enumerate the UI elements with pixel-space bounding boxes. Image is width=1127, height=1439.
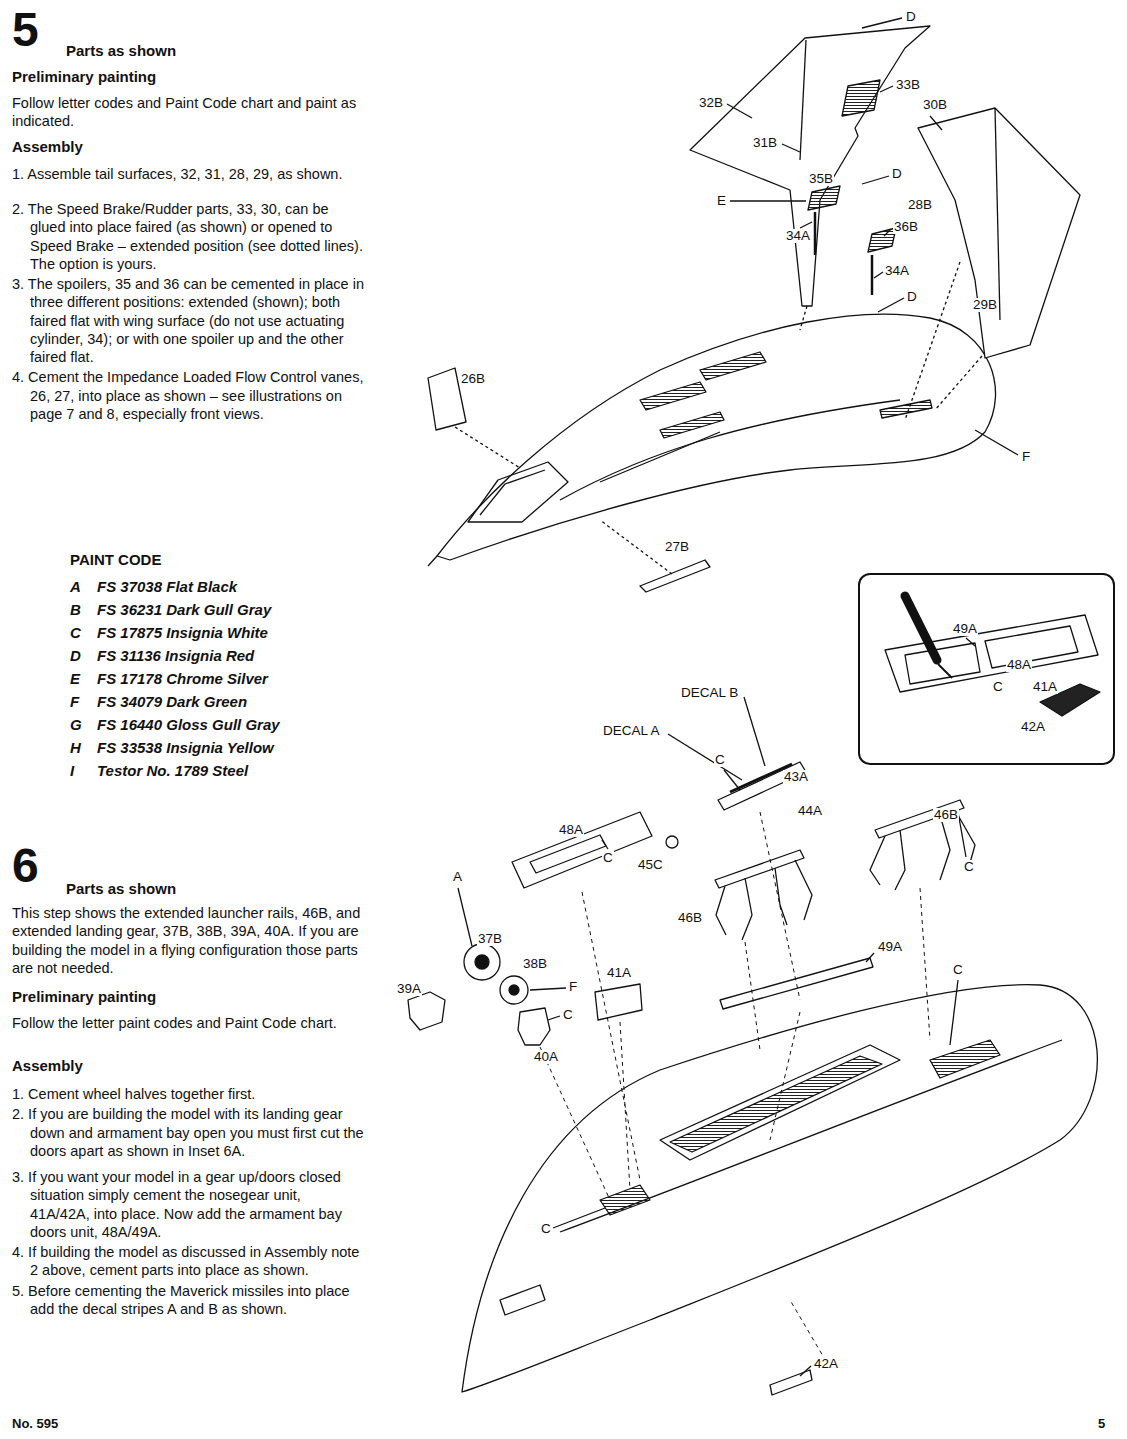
callout-number: 34A xyxy=(785,229,811,243)
callout-number: 48A xyxy=(1006,658,1032,672)
callout-letter: C xyxy=(714,753,726,767)
instruction-step: 2. The Speed Brake/Rudder parts, 33, 30,… xyxy=(12,200,364,273)
instruction-step: 1. Cement wheel halves together first. xyxy=(12,1085,364,1103)
callout-number: 33B xyxy=(895,78,921,92)
callout-letter: C xyxy=(963,860,975,874)
callout-number: 31B xyxy=(752,136,778,150)
inset-box: 49A 48AC 41A 42A xyxy=(858,573,1115,765)
paint-code-letter: A xyxy=(70,578,81,596)
paint-code-letter: E xyxy=(70,670,80,688)
instruction-text: This step shows the extended launcher ra… xyxy=(12,904,364,977)
callout-letter: C xyxy=(562,1008,574,1022)
section-heading: Assembly xyxy=(12,138,83,156)
callout-number: 48A xyxy=(558,823,584,837)
decal-callout: DECAL B xyxy=(680,686,739,700)
callout-number: 26B xyxy=(460,372,486,386)
callout-letter: C xyxy=(952,963,964,977)
paint-code-name: FS 31136 Insignia Red xyxy=(97,647,254,665)
callout-number: 30B xyxy=(922,98,948,112)
callout-number: 45C xyxy=(637,858,664,872)
callout-number: 42A xyxy=(813,1357,839,1371)
paint-code-letter: I xyxy=(70,762,74,780)
step-heading: Parts as shown xyxy=(66,880,176,898)
instruction-step: 3. The spoilers, 35 and 36 can be cement… xyxy=(12,275,364,366)
callout-letter: C xyxy=(540,1222,552,1236)
callout-number: 28B xyxy=(907,198,933,212)
callout-number: 43A xyxy=(783,770,809,784)
callout-number: 41A xyxy=(1032,680,1058,694)
paint-code-letter: B xyxy=(70,601,81,619)
step-number: 6 xyxy=(12,842,39,890)
callout-letter: D xyxy=(906,290,918,304)
paint-code-name: FS 34079 Dark Green xyxy=(97,693,247,711)
callout-number: 42A xyxy=(1020,720,1046,734)
paint-code-name: FS 33538 Insignia Yellow xyxy=(97,739,274,757)
callout-number: 34A xyxy=(884,264,910,278)
callout-letter: A xyxy=(452,870,463,884)
page-code: No. 595 xyxy=(12,1416,58,1432)
instruction-step: 5. Before cementing the Maverick missile… xyxy=(12,1282,364,1319)
callout-number: 37B xyxy=(477,932,503,946)
callout-number: 40A xyxy=(533,1050,559,1064)
decal-callout: DECAL A xyxy=(602,724,661,738)
callout-number: 32B xyxy=(698,96,724,110)
instruction-text: Follow the letter paint codes and Paint … xyxy=(12,1014,364,1032)
callout-number: 49A xyxy=(952,622,978,636)
callout-number: 35B xyxy=(808,172,834,186)
paint-code-name: FS 17178 Chrome Silver xyxy=(97,670,268,688)
instruction-text: Follow letter codes and Paint Code chart… xyxy=(12,94,364,131)
callout-number: 39A xyxy=(396,982,422,996)
paint-code-name: FS 37038 Flat Black xyxy=(97,578,237,596)
paint-code-title: PAINT CODE xyxy=(70,551,161,569)
callout-letter: E xyxy=(716,194,727,208)
section-heading: Preliminary painting xyxy=(12,988,156,1006)
paint-code-name: FS 17875 Insignia White xyxy=(97,624,268,642)
paint-code-letter: C xyxy=(70,624,81,642)
instruction-step: 2. If you are building the model with it… xyxy=(12,1105,364,1160)
instruction-step: 1. Assemble tail surfaces, 32, 31, 28, 2… xyxy=(12,165,364,183)
section-heading: Assembly xyxy=(12,1057,83,1075)
paint-code-name: FS 16440 Gloss Gull Gray xyxy=(97,716,280,734)
callout-number: C xyxy=(992,680,1004,694)
callout-letter: F xyxy=(1021,450,1031,464)
section-heading: Preliminary painting xyxy=(12,68,156,86)
callout-number: 44A xyxy=(797,804,823,818)
paint-code-name: FS 36231 Dark Gull Gray xyxy=(97,601,271,619)
callout-number: 29B xyxy=(972,298,998,312)
paint-code-name: Testor No. 1789 Steel xyxy=(97,762,248,780)
paint-code-letter: F xyxy=(70,693,79,711)
callout-number: 49A xyxy=(877,940,903,954)
callout-number: 46B xyxy=(933,808,959,822)
callout-number: 38B xyxy=(522,957,548,971)
callout-letter: D xyxy=(891,167,903,181)
paint-code-letter: H xyxy=(70,739,81,757)
step-number: 5 xyxy=(12,6,39,54)
paint-code-letter: D xyxy=(70,647,81,665)
step-heading: Parts as shown xyxy=(66,42,176,60)
callout-letter: D xyxy=(905,10,917,24)
callout-number: 41A xyxy=(606,966,632,980)
instruction-step: 3. If you want your model in a gear up/d… xyxy=(12,1168,364,1241)
callout-letter: F xyxy=(568,980,578,994)
callout-number: 36B xyxy=(893,220,919,234)
instruction-step: 4. If building the model as discussed in… xyxy=(12,1243,364,1280)
page-number: 5 xyxy=(1098,1416,1105,1432)
callout-number: 27B xyxy=(664,540,690,554)
instruction-step: 4. Cement the Impedance Loaded Flow Cont… xyxy=(12,368,364,423)
paint-code-letter: G xyxy=(70,716,82,734)
callout-number: 46B xyxy=(677,911,703,925)
callout-letter: C xyxy=(602,851,614,865)
